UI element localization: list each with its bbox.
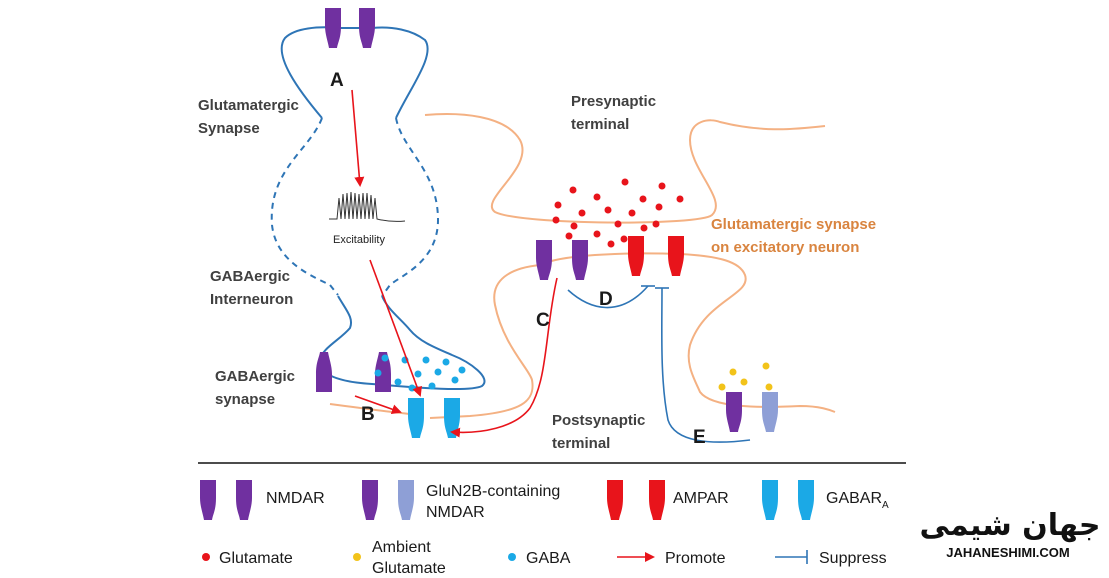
legend-gabar-subscript: A [882,500,889,511]
legend-nmdar: NMDAR [200,480,325,520]
legend-gabar-text: GABAR [826,490,882,507]
gabaergic-synapse-label-2: synapse [215,391,275,408]
pathway-letter-b: B [361,404,375,425]
legend-ambient-label-2: Glutamate [372,560,446,573]
gabaergic-synapse-label-1: GABAergic [215,368,295,385]
excitatory-neuron-membrane [329,113,836,419]
logo-persian-text: جهان شیمی [920,508,1101,543]
legend-glutamate-label: Glutamate [219,550,293,567]
region-labels: Glutamatergic Synapse GABAergic Interneu… [198,93,876,452]
jahaneshimi-logo: جهان شیمی JAHANESHIMI.COM [920,508,1101,560]
legend-suppress-label: Suppress [819,550,887,567]
legend-nmdar-label: NMDAR [266,490,325,507]
pathway-letter-a: A [330,70,344,91]
glutamatergic-excitatory-label-2: on excitatory neuron [711,239,859,256]
legend-gaba-label: GABA [526,550,571,567]
glutamatergic-synapse-label-2: Synapse [198,120,260,137]
glutamatergic-synapse-label-1: Glutamatergic [198,97,299,114]
presynaptic-label-2: terminal [571,116,629,133]
suppress-lines [567,285,751,443]
legend-suppress: Suppress [775,550,887,567]
postsynaptic-label-1: Postsynaptic [552,412,645,429]
nmdar-receptor-excitatory [536,240,588,280]
pathway-letter-e: E [693,427,706,448]
glutamatergic-excitatory-label-1: Glutamatergic synapse [711,216,876,233]
legend-ampar-label: AMPAR [673,490,729,507]
legend-gabar-label: GABARA [826,490,889,511]
pathway-letter-d: D [599,289,613,310]
presynaptic-label-1: Presynaptic [571,93,656,110]
pathway-letters: A B C D E [330,70,706,448]
legend-promote: Promote [617,550,726,567]
ambient-glutamate-dots [718,362,773,391]
promote-arrows [351,89,558,438]
gabaergic-interneuron-label-2: Interneuron [210,291,293,308]
glutamate-dots [552,178,684,248]
legend-ambient-label-1: Ambient [372,539,431,556]
legend-ambient-glutamate: Ambient Glutamate [353,539,446,577]
legend-ampar: AMPAR [607,480,729,520]
legend-glun2b-label-1: GluN2B-containing [426,483,560,500]
ampar-receptor [628,236,684,276]
glun2b-nmdar-receptor [726,392,778,432]
legend-gaba: GABA [508,550,571,567]
legend-gabar: GABARA [762,480,889,520]
gabaergic-interneuron-label-1: GABAergic [210,268,290,285]
legend-glutamate: Glutamate [202,550,293,567]
legend: NMDAR GluN2B-containing NMDAR AMPAR GABA… [200,480,889,577]
postsynaptic-label-2: terminal [552,435,610,452]
legend-glun2b: GluN2B-containing NMDAR [362,480,560,521]
gaba-dots [374,354,466,392]
legend-glun2b-label-2: NMDAR [426,504,485,521]
excitability-label: Excitability [333,234,385,246]
excitability-trace: Excitability [329,191,406,246]
logo-url-text: JAHANESHIMI.COM [946,545,1070,560]
gabaergic-interneuron-membrane [270,26,486,391]
pathway-letter-c: C [536,310,550,331]
legend-promote-label: Promote [665,550,726,567]
